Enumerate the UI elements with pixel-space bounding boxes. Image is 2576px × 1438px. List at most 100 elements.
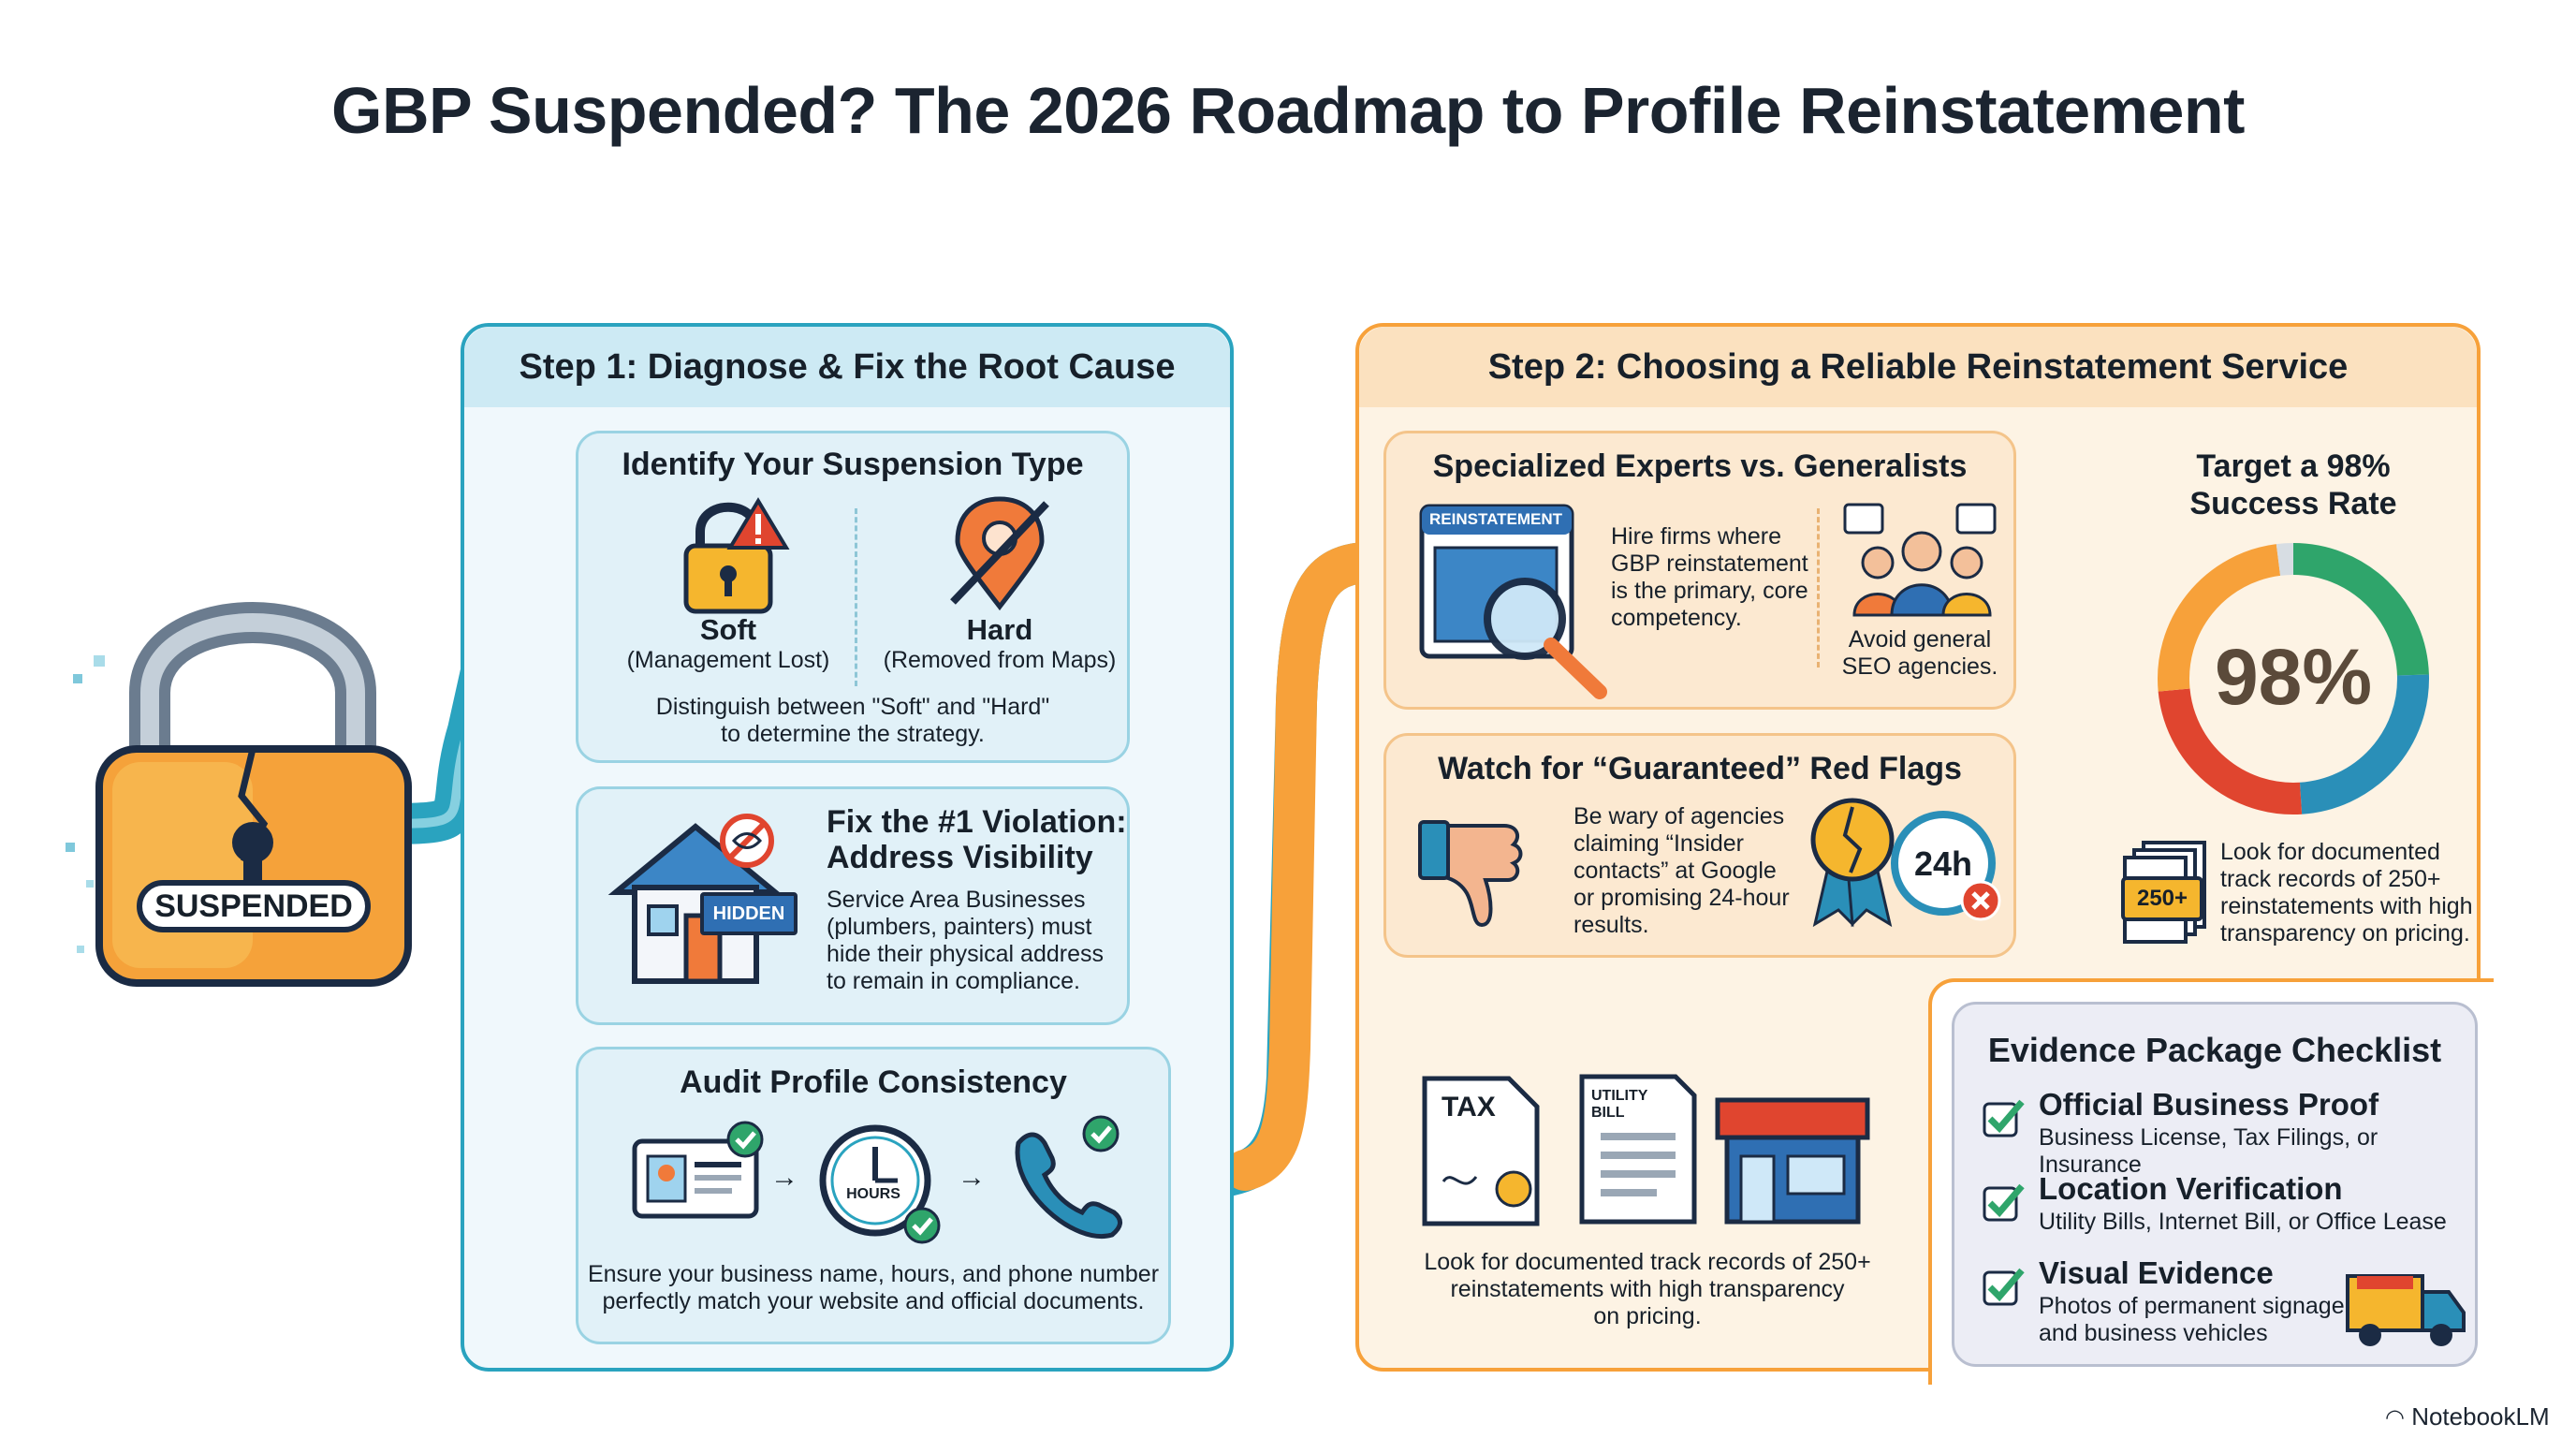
- checklist-item-title: Location Verification: [2039, 1171, 2343, 1206]
- timer-24h-icon: [1891, 811, 2001, 921]
- records-badge: 250+: [2121, 876, 2203, 921]
- redflags-title: Watch for “Guaranteed” Red Flags: [1438, 751, 1962, 786]
- redflags-desc: Be wary of agencies claiming “Insider co…: [1573, 803, 1790, 939]
- broken-ribbon-icon: [1810, 798, 1895, 928]
- hard-sub: (Removed from Maps): [883, 647, 1117, 673]
- experts-side-line: SEO agencies.: [1841, 653, 1998, 680]
- checklist-item-sub: Business License, Tax Filings, or Insura…: [2039, 1124, 2378, 1178]
- tax-document-icon: [1422, 1076, 1540, 1226]
- checklist-card: Evidence Package Checklist Official Busi…: [1952, 1002, 2478, 1367]
- identify-title: Identify Your Suspension Type: [622, 447, 1084, 482]
- success-title: Target a 98% Success Rate: [2134, 448, 2452, 522]
- notebooklm-brand: ◠ NotebookLM: [2385, 1402, 2550, 1431]
- fix-title-2: Address Visibility: [827, 840, 1093, 875]
- soft-sub: (Management Lost): [626, 647, 830, 673]
- utility-bill-icon: [1579, 1074, 1697, 1225]
- step2-header: Step 2: Choosing a Reliable Reinstatemen…: [1359, 327, 2477, 407]
- success-rate-donut: [2158, 543, 2429, 814]
- delivery-truck-icon: [2346, 1274, 2466, 1346]
- donut-segment-filled: [2158, 544, 2281, 692]
- success-value: 98%: [2214, 633, 2373, 721]
- divider: [1817, 508, 1820, 668]
- redflags-desc-line: contacts” at Google: [1573, 858, 1777, 884]
- audit-title: Audit Profile Consistency: [680, 1064, 1067, 1100]
- checklist-item-title: Official Business Proof: [2039, 1087, 2379, 1122]
- donut-segment-filled: [2158, 688, 2303, 814]
- notebooklm-brand-label: NotebookLM: [2411, 1402, 2550, 1431]
- docs-desc: Look for documented track records of 250…: [1395, 1249, 1900, 1330]
- suspended-badge-label: SUSPENDED: [154, 888, 353, 924]
- thumbs-down-icon: [1418, 820, 1523, 928]
- tax-label: TAX: [1442, 1092, 1496, 1123]
- redflags-desc-line: or promising 24-hour: [1573, 885, 1790, 911]
- checklist-item-title: Visual Evidence: [2039, 1255, 2274, 1290]
- clock-icon: [819, 1124, 941, 1244]
- fix-title-1: Fix the #1 Violation:: [827, 804, 1127, 840]
- identify-card: Identify Your Suspension Type Soft (Mana…: [576, 431, 1130, 763]
- utility-label-line: BILL: [1591, 1105, 1625, 1121]
- utility-label-line: UTILITY: [1591, 1088, 1648, 1104]
- identify-desc-2: to determine the strategy.: [721, 721, 985, 747]
- audit-card: Audit Profile Consistency → HOURS → Ensu…: [576, 1047, 1171, 1344]
- browser-label: REINSTATEMENT: [1429, 510, 1562, 528]
- fix-desc: Service Area Businesses (plumbers, paint…: [827, 887, 1104, 995]
- checklist-item-sub: Utility Bills, Internet Bill, or Office …: [2039, 1209, 2447, 1235]
- audit-desc-2: perfectly match your website and officia…: [602, 1288, 1145, 1314]
- arrow-right-icon: →: [958, 1162, 986, 1193]
- timer-label: 24h: [1913, 844, 1973, 883]
- fix-card: HIDDEN Fix the #1 Violation: Address Vis…: [576, 786, 1130, 1025]
- phone-icon: [1015, 1115, 1122, 1239]
- checklist-title: Evidence Package Checklist: [1987, 1031, 2442, 1069]
- generalist-team-icon: [1843, 503, 1997, 617]
- success-desc: Look for documented track records of 250…: [2220, 839, 2473, 947]
- success-title-line: Target a 98%: [2196, 448, 2391, 484]
- soft-label: Soft: [699, 613, 757, 646]
- clock-label: HOURS: [846, 1186, 900, 1202]
- checklist-item-sub-line: and business vehicles: [2039, 1320, 2268, 1346]
- utility-label: UTILITY BILL: [1591, 1088, 1647, 1122]
- donut-segment-remainder: [2276, 543, 2294, 576]
- fix-desc-line: (plumbers, painters) must: [827, 914, 1092, 940]
- records-badge-label: 250+: [2136, 886, 2188, 911]
- notebooklm-logo-icon: ◠: [2385, 1405, 2405, 1431]
- experts-side: Avoid general SEO agencies.: [1826, 626, 2013, 681]
- success-desc-line: Look for documented: [2220, 839, 2440, 865]
- storefront-icon: [1715, 1097, 1870, 1225]
- experts-side-line: Avoid general: [1848, 626, 1992, 653]
- success-desc-line: transparency on pricing.: [2220, 920, 2470, 946]
- suspended-lock: SUSPENDED: [66, 562, 412, 992]
- checklist-item-sub: Photos of permanent signage and business…: [2039, 1293, 2345, 1347]
- step1-header-label: Step 1: Diagnose & Fix the Root Cause: [519, 346, 1176, 387]
- experts-desc: Hire firms where GBP reinstatement is th…: [1611, 523, 1808, 632]
- fix-desc-line: hide their physical address: [827, 941, 1104, 967]
- experts-desc-line: competency.: [1611, 605, 1742, 631]
- step1-header: Step 1: Diagnose & Fix the Root Cause: [464, 327, 1230, 407]
- checkbox-checked-icon: [1983, 1268, 2025, 1306]
- experts-desc-line: GBP reinstatement: [1611, 550, 1808, 577]
- arrow-right-icon: →: [770, 1162, 798, 1193]
- padlock-warning-icon: [683, 497, 790, 614]
- hidden-sign: HIDDEN: [700, 892, 798, 935]
- checkbox-checked-icon: [1983, 1183, 2025, 1222]
- experts-desc-line: Hire firms where: [1611, 523, 1781, 550]
- experts-desc-line: is the primary, core: [1611, 578, 1808, 604]
- map-pin-slashed-icon: [950, 496, 1049, 611]
- docs-desc-line: Look for documented track records of 250…: [1424, 1249, 1871, 1275]
- fix-desc-line: to remain in compliance.: [827, 968, 1080, 994]
- success-desc-line: reinstatements with high: [2220, 893, 2473, 919]
- donut-center: [2193, 579, 2393, 779]
- hidden-sign-label: HIDDEN: [712, 902, 785, 924]
- redflags-desc-line: Be wary of agencies: [1573, 803, 1785, 829]
- id-card-icon: [632, 1121, 764, 1219]
- checklist-item-sub-line: Photos of permanent signage: [2039, 1293, 2345, 1319]
- experts-title: Specialized Experts vs. Generalists: [1432, 448, 1968, 484]
- donut-segment-filled: [2299, 674, 2429, 814]
- audit-desc-1: Ensure your business name, hours, and ph…: [587, 1261, 1160, 1287]
- experts-card: Specialized Experts vs. Generalists REIN…: [1383, 431, 2016, 710]
- success-desc-line: track records of 250+: [2220, 866, 2441, 892]
- redflags-desc-line: claiming “Insider: [1573, 830, 1745, 857]
- redflags-desc-line: results.: [1573, 912, 1649, 938]
- docs-desc-line: on pricing.: [1593, 1303, 1702, 1329]
- browser-magnifier-icon: [1419, 504, 1607, 699]
- identify-desc-1: Distinguish between "Soft" and "Hard": [655, 694, 1050, 720]
